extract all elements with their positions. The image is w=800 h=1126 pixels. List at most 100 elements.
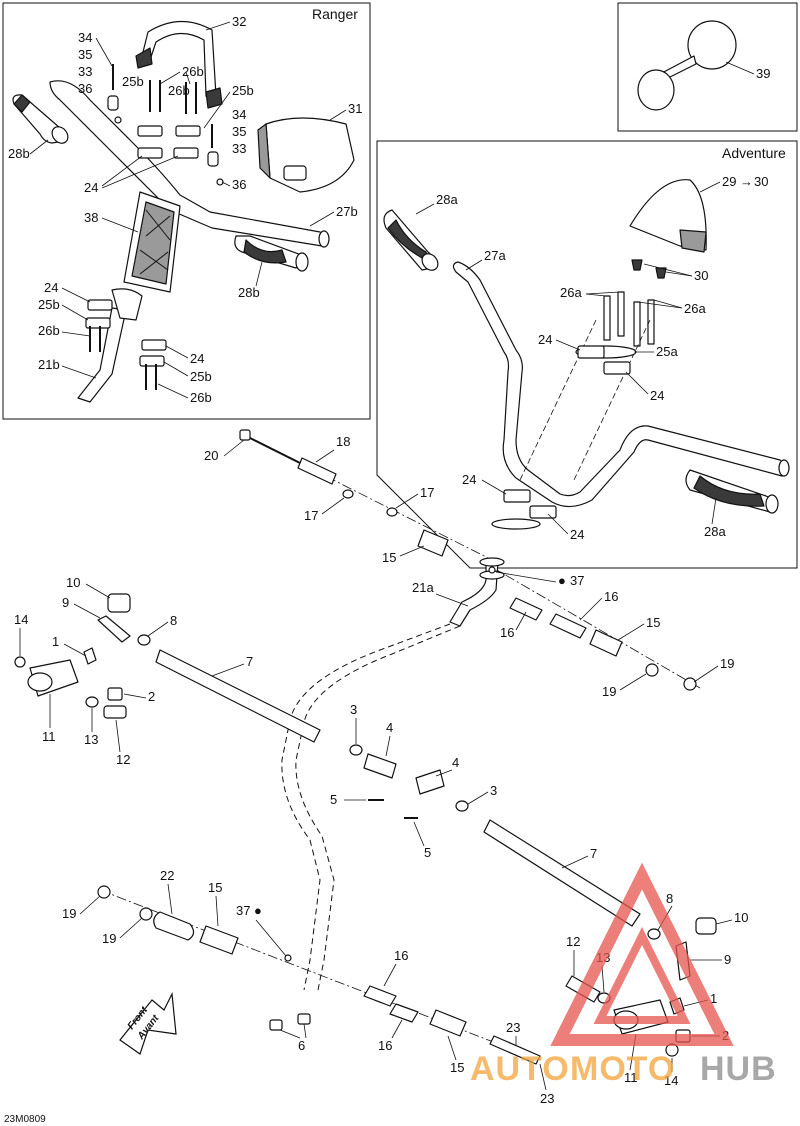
callout-10a: 10 bbox=[66, 575, 80, 590]
callout-12b: 12 bbox=[566, 934, 580, 949]
callout-26b-4: 26b bbox=[190, 390, 212, 405]
watermark-triangle-inner bbox=[593, 927, 691, 1024]
callout-7a: 7 bbox=[246, 654, 253, 669]
nut-19-right-b bbox=[683, 677, 697, 691]
grease-icon-37-lower: ● bbox=[254, 903, 262, 918]
callout-33b: 33 bbox=[232, 141, 246, 156]
callout-26b-2: 26b bbox=[168, 83, 190, 98]
callout-9a: 9 bbox=[62, 595, 69, 610]
main-callouts: 20 18 17 17 15 21a ● 37 16 16 15 19 19 1… bbox=[14, 434, 748, 1106]
callout-1a: 1 bbox=[52, 634, 59, 649]
callout-28b-2: 28b bbox=[238, 285, 260, 300]
callout-28a-2: 28a bbox=[704, 524, 726, 539]
left-tie-rod-assembly bbox=[14, 593, 321, 743]
callout-7b: 7 bbox=[590, 846, 597, 861]
washer-17-left bbox=[342, 489, 354, 499]
callout-24c: 24 bbox=[190, 351, 204, 366]
adventure-inset: Adventure bbox=[376, 140, 798, 569]
callout-36a: 36 bbox=[78, 81, 92, 96]
callout-21b: 21b bbox=[38, 357, 60, 372]
ball-joint-15-upper bbox=[417, 529, 449, 557]
callout-23a: 23 bbox=[506, 1020, 520, 1035]
cover-29 bbox=[629, 179, 707, 253]
callout-10b: 10 bbox=[734, 910, 748, 925]
callout-25a: 25a bbox=[656, 344, 678, 359]
nut-6-b bbox=[297, 1013, 311, 1025]
callout-11a: 11 bbox=[42, 729, 56, 744]
horn-bulb bbox=[687, 20, 737, 70]
callout-25b-3: 25b bbox=[38, 297, 60, 312]
horn-box-frame bbox=[617, 2, 798, 132]
callout-35b: 35 bbox=[232, 124, 246, 139]
callout-26b-1: 26b bbox=[182, 64, 204, 79]
tie-rod-end-4-right bbox=[415, 769, 445, 795]
callout-39: 39 bbox=[756, 66, 770, 81]
nut-14-left bbox=[14, 656, 26, 668]
callout-24a: 24 bbox=[84, 180, 98, 195]
callout-15b: 15 bbox=[646, 615, 660, 630]
callout-20: 20 bbox=[204, 448, 218, 463]
callout-27a: 27a bbox=[484, 248, 506, 263]
callout-15c: 15 bbox=[208, 880, 222, 895]
callout-19c: 19 bbox=[62, 906, 76, 921]
callout-24g: 24 bbox=[570, 527, 584, 542]
callout-26a-2: 26a bbox=[684, 301, 706, 316]
ranger-callouts: 34 35 33 36 25b 26b 26b 25b 32 31 34 35 … bbox=[8, 14, 362, 405]
bolt-23 bbox=[489, 1035, 541, 1065]
bolt-20 bbox=[239, 429, 311, 469]
callout-14a: 14 bbox=[14, 612, 28, 627]
ranger-title: Ranger bbox=[312, 6, 358, 22]
callout-8a: 8 bbox=[170, 613, 177, 628]
plate-lower bbox=[491, 518, 541, 530]
ranger-inset: Ranger bbox=[2, 2, 371, 420]
callout-2a: 2 bbox=[148, 689, 155, 704]
callout-27b: 27b bbox=[336, 204, 358, 219]
callout-8b: 8 bbox=[666, 891, 673, 906]
sleeve-16-right-a bbox=[509, 597, 543, 621]
drawing-code: 23M0809 bbox=[4, 1114, 46, 1125]
callout-25b-1: 25b bbox=[122, 74, 144, 89]
washer-17-right bbox=[386, 507, 398, 517]
callout-35a: 35 bbox=[78, 47, 92, 62]
callout-13a: 13 bbox=[84, 732, 98, 747]
callout-16a: 16 bbox=[604, 589, 618, 604]
callout-3b: 3 bbox=[490, 783, 497, 798]
callout-26b-3: 26b bbox=[38, 323, 60, 338]
nut-8-left bbox=[137, 634, 151, 646]
callout-5a: 5 bbox=[330, 792, 337, 807]
clamp-24-upper-left bbox=[577, 345, 605, 359]
callout-24f: 24 bbox=[462, 472, 476, 487]
handlebar-27b bbox=[49, 80, 330, 248]
grip-28b-left bbox=[12, 94, 69, 144]
nut-2-left bbox=[107, 687, 123, 701]
cover-31 bbox=[257, 117, 355, 193]
sleeve-16-lower-b bbox=[389, 1003, 419, 1023]
spacer-18 bbox=[297, 457, 337, 485]
ball-joint-15-lower-right bbox=[429, 1009, 467, 1037]
callout-34a: 34 bbox=[78, 30, 92, 45]
callout-5b: 5 bbox=[424, 845, 431, 860]
grease-point-37-lower bbox=[284, 954, 292, 962]
callout-19a: 19 bbox=[720, 656, 734, 671]
callout-30a: 30 bbox=[754, 174, 768, 189]
watermark-text-hub: HUB bbox=[700, 1050, 777, 1088]
grip-28a-lower bbox=[685, 469, 779, 514]
cotter-1-left bbox=[83, 647, 97, 665]
callout-3a: 3 bbox=[350, 702, 357, 717]
tie-rod-7-left bbox=[155, 649, 321, 743]
riser-38 bbox=[123, 191, 181, 293]
callout-28b-1: 28b bbox=[8, 146, 30, 161]
ball-joint-15-right bbox=[589, 629, 623, 657]
ranger-box-frame bbox=[2, 2, 371, 420]
horn-inset: 39 bbox=[617, 2, 798, 132]
steering-column-21b bbox=[77, 288, 143, 403]
callout-19d: 19 bbox=[102, 931, 116, 946]
steering-column-21a bbox=[281, 557, 505, 991]
callout-19b: 19 bbox=[602, 684, 616, 699]
callout-21a: 21a bbox=[412, 580, 434, 595]
cap-10-left bbox=[107, 593, 131, 613]
callout-11b: 11 bbox=[624, 1070, 638, 1085]
screw-30b bbox=[655, 267, 667, 279]
nut-19-right-a bbox=[645, 663, 659, 677]
callout-18: 18 bbox=[336, 434, 350, 449]
